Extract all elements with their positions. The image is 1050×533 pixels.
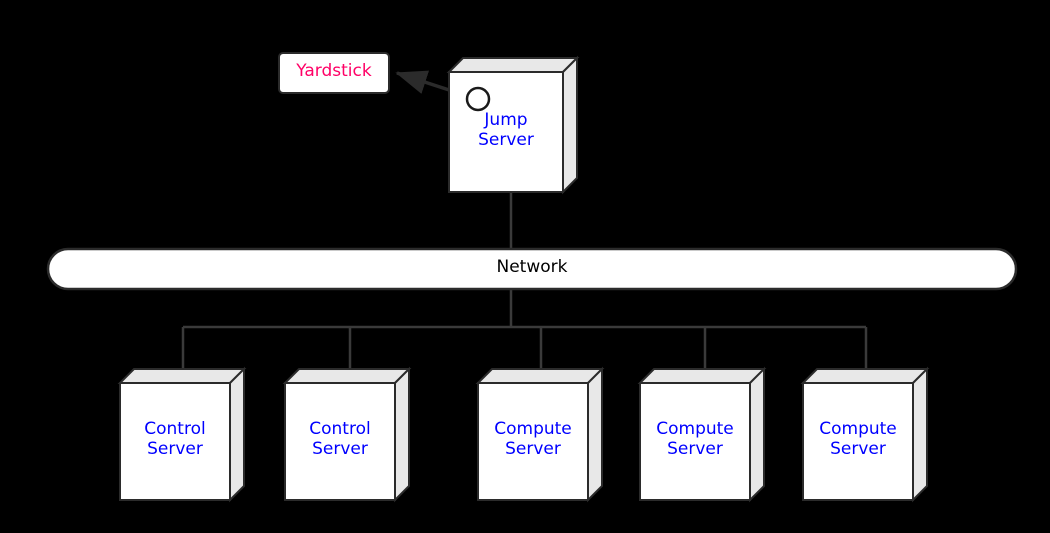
cube-front-face (477, 382, 589, 501)
node-control-server-1[interactable] (117, 366, 247, 503)
node-yardstick[interactable] (278, 52, 390, 94)
cube-front-face (448, 71, 564, 193)
cube-top-face (637, 368, 767, 384)
cube-right-face (229, 366, 245, 503)
node-compute-server-1[interactable] (475, 366, 605, 503)
cube-right-face (562, 55, 578, 195)
cube-front-face (639, 382, 751, 501)
provided-interface-icon (465, 86, 491, 112)
node-jump-server[interactable] (446, 55, 580, 195)
node-network[interactable] (46, 247, 1018, 291)
cube-front-face (802, 382, 914, 501)
cube-right-face (912, 366, 928, 503)
node-compute-server-3[interactable] (800, 366, 930, 503)
cube-front-face (119, 382, 231, 501)
node-control-server-2[interactable] (282, 366, 412, 503)
cube-top-face (475, 368, 605, 384)
cube-front-face (284, 382, 396, 501)
cube-top-face (446, 57, 580, 73)
cube-top-face (117, 368, 247, 384)
cube-right-face (394, 366, 410, 503)
cube-top-face (800, 368, 930, 384)
cube-right-face (587, 366, 603, 503)
cube-right-face (749, 366, 765, 503)
node-compute-server-2[interactable] (637, 366, 767, 503)
cube-top-face (282, 368, 412, 384)
